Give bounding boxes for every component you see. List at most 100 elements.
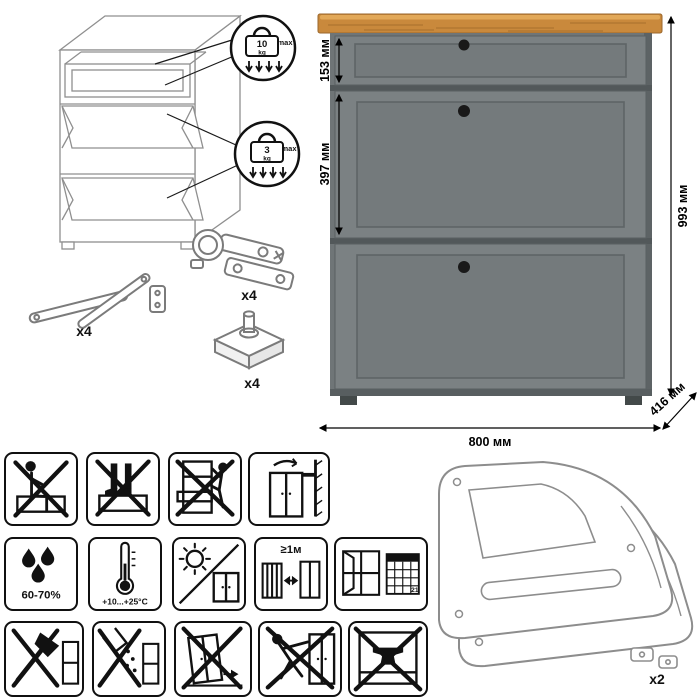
lower-flap-front	[334, 243, 647, 390]
cabinet-leg	[625, 396, 642, 405]
no-spills-icon	[97, 627, 160, 688]
care-icon-no-sitting	[4, 452, 78, 526]
care-icon-ventilation: 21	[334, 537, 428, 611]
wardrobe	[61, 640, 80, 685]
hinge-icon	[190, 229, 295, 291]
prohibition-cross-icon	[11, 628, 60, 688]
temperature-range-label: +10...+25°C	[102, 596, 147, 606]
drawer-load-unit: kg	[258, 50, 266, 57]
dim-width: 800 мм	[318, 424, 662, 449]
care-icon-no-heavy-loads	[348, 621, 428, 697]
flap-stay-count: x4	[76, 323, 92, 339]
sun-icon	[185, 549, 205, 569]
cabinet-worktop	[317, 13, 663, 34]
flap-load-callout: 3 kg max	[233, 120, 301, 188]
drawer-front	[334, 35, 647, 86]
care-icon-humidity: 60-70%	[4, 537, 78, 611]
dim-width-label: 800 мм	[469, 435, 512, 449]
dim-drawer-height-label: 153 мм	[318, 39, 332, 82]
ventilation-calendar-icon: 21	[342, 550, 420, 596]
humidity-icon: 60-70%	[21, 546, 61, 602]
callout-leader-lines	[154, 39, 239, 199]
product-render: 153 мм 397 мм 993 мм 800 мм 416 мм	[317, 13, 697, 449]
temperature-icon: +10...+25°C	[102, 541, 148, 606]
wardrobe	[142, 642, 160, 685]
weight-icon	[245, 35, 279, 57]
drawer-load-callout: 10 kg max	[229, 14, 297, 82]
no-climbing-icon	[175, 459, 235, 517]
frame-feet-parts	[630, 647, 678, 669]
water-drops-icon	[22, 546, 55, 583]
cam-fitting-icon	[212, 310, 286, 370]
weight-icon	[250, 141, 284, 163]
dim-depth: 416 мм	[647, 379, 697, 430]
care-icon-sunlight	[172, 537, 246, 611]
weight-handle-icon	[257, 132, 277, 143]
care-icon-no-climbing	[168, 452, 242, 526]
no-sharp-tools-icon	[11, 628, 80, 688]
care-icon-no-pushing	[258, 621, 342, 697]
flap-load-unit: kg	[263, 156, 271, 163]
no-heavy-loads-icon	[353, 626, 423, 692]
down-arrows-icon	[245, 61, 283, 73]
down-arrows-icon	[249, 167, 287, 179]
open-flap-2	[61, 177, 204, 221]
drawer-load-value: 10	[257, 39, 268, 50]
upper-flap-front	[334, 90, 647, 239]
care-icon-no-dragging	[174, 621, 252, 697]
care-icon-no-spills	[92, 621, 166, 697]
wall-hatch	[315, 460, 323, 518]
avoid-sunlight-icon	[178, 542, 240, 605]
no-sitting-icon	[13, 460, 69, 518]
care-icon-no-standing	[86, 452, 160, 526]
distance-arrow-icon	[283, 575, 299, 586]
dim-total-height-label: 993 мм	[676, 185, 690, 228]
flap-load-value: 3	[264, 145, 269, 156]
no-pushing-icon	[265, 626, 336, 690]
cam-fitting-count: x4	[244, 375, 260, 391]
prohibition-cross-icon	[265, 626, 335, 690]
dim-depth-label: 416 мм	[647, 379, 688, 418]
drawer-knob	[458, 39, 470, 51]
lower-flap-knob	[458, 261, 470, 273]
calendar-icon	[385, 553, 420, 595]
flap-load-qualifier: max	[281, 144, 297, 153]
no-standing-icon	[95, 459, 151, 517]
prohibition-cross-icon	[181, 626, 243, 690]
care-icon-heater-distance: ≥1м	[254, 537, 328, 611]
prohibition-cross-icon	[353, 626, 423, 692]
side-frame-parts: x2	[438, 461, 694, 687]
prohibition-cross-icon	[13, 460, 69, 518]
humidity-range-label: 60-70%	[21, 590, 60, 602]
hinge-count: x4	[241, 287, 257, 303]
hardware-cam-fitting: x4	[212, 310, 286, 391]
weight-handle-icon	[252, 26, 272, 37]
dim-drawer-height: 153 мм	[318, 37, 343, 84]
dim-flap-height: 397 мм	[318, 93, 343, 236]
prohibition-cross-icon	[95, 459, 151, 517]
anchor-to-wall-icon	[268, 458, 323, 518]
dim-flap-height-label: 397 мм	[318, 143, 332, 186]
window-icon	[342, 550, 381, 596]
wardrobe	[212, 571, 240, 603]
care-icon-anchor-to-wall	[248, 452, 330, 526]
hardware-flap-stay: x4	[28, 273, 166, 339]
side-frame-front	[438, 461, 674, 640]
side-frames-count: x2	[649, 671, 665, 687]
wireframe-cabinet	[58, 14, 242, 250]
prohibition-cross-icon	[175, 459, 235, 517]
flap-stay-icon	[28, 273, 166, 329]
exploded-view: 10 kg max 3 kg max	[58, 14, 301, 250]
upper-flap-knob	[458, 105, 470, 117]
calendar-day-label: 21	[411, 587, 419, 594]
cabinet	[358, 631, 418, 685]
heater-distance-icon: ≥1м	[261, 544, 321, 599]
care-icon-temperature: +10...+25°C	[88, 537, 162, 611]
cabinet-leg	[340, 396, 357, 405]
wardrobe	[186, 633, 224, 685]
drawer-load-qualifier: max	[277, 38, 293, 47]
hardware-hinge: x4	[190, 229, 295, 303]
no-dragging-icon	[181, 626, 243, 690]
heater-distance-label: ≥1м	[281, 544, 302, 556]
